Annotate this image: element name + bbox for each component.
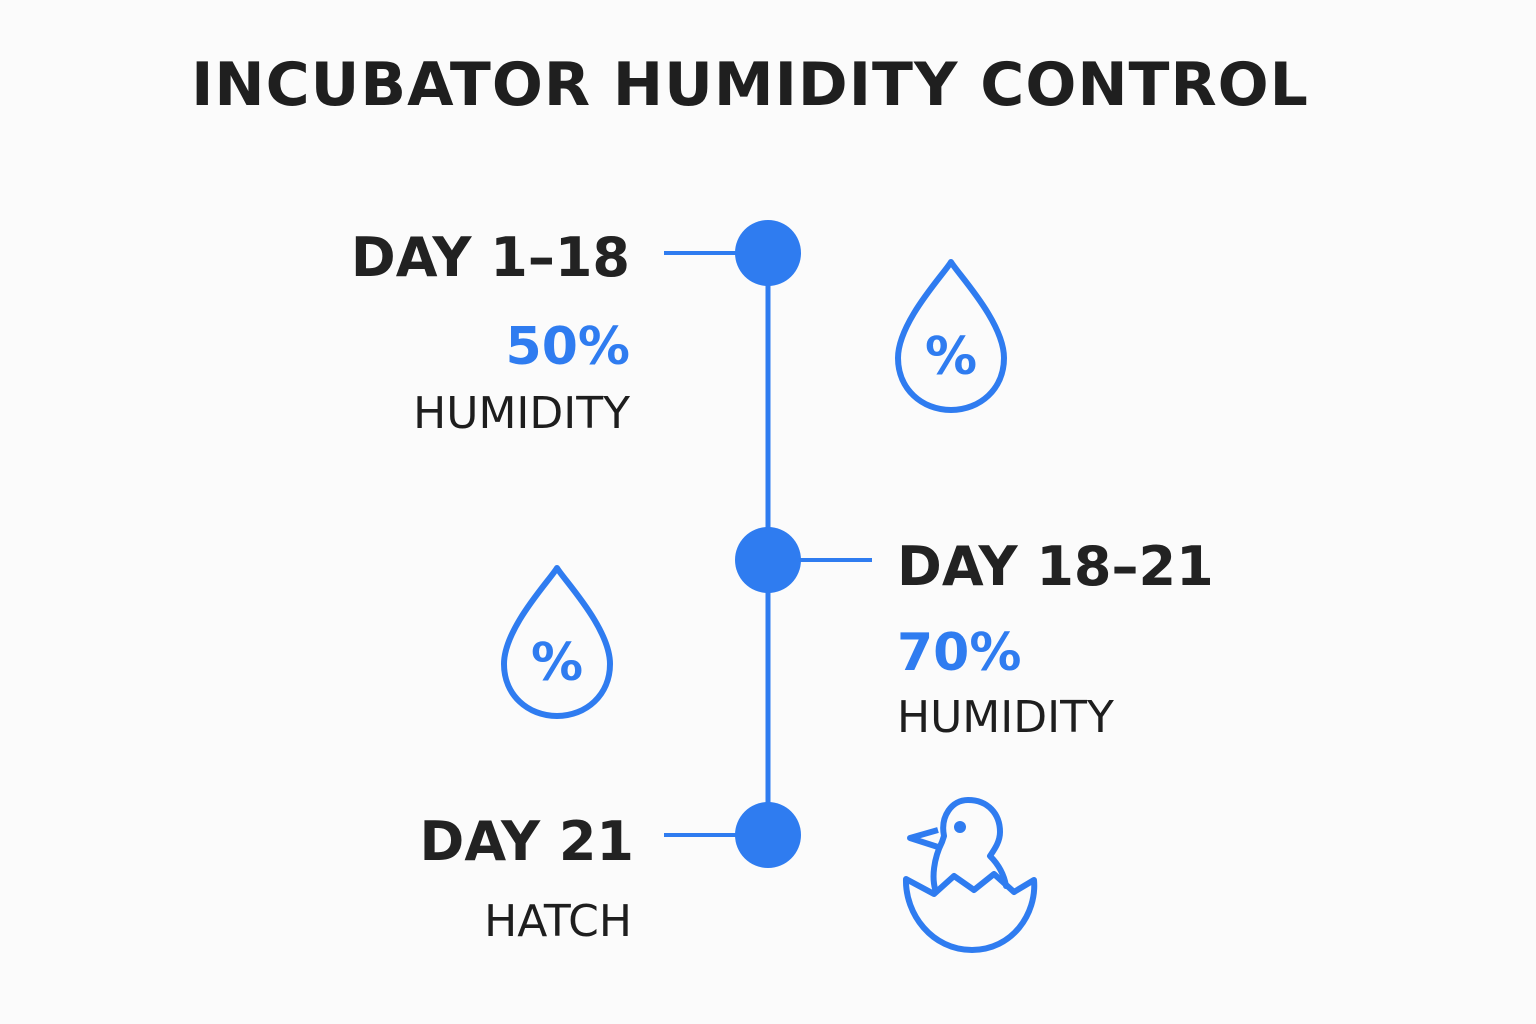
svg-text:%: % [925, 327, 977, 387]
stage-1-node [735, 220, 801, 286]
stage-1-humidity-value: 50% [505, 317, 630, 377]
hatching-chick-icon [902, 797, 1038, 954]
stage-2-description: HUMIDITY [897, 692, 1114, 743]
stage-2-day: DAY 18–21 [897, 535, 1214, 598]
stage-3-day: DAY 21 [419, 810, 635, 873]
stage-1-description: HUMIDITY [413, 388, 630, 439]
svg-text:%: % [531, 633, 583, 693]
stage-3-description: HATCH [484, 896, 632, 947]
stage-1-day: DAY 1–18 [350, 226, 630, 289]
humidity-drop-icon: % [895, 259, 1007, 413]
humidity-drop-icon: % [501, 565, 613, 719]
stage-3-node [735, 802, 801, 868]
diagram-title: INCUBATOR HUMIDITY CONTROL [191, 50, 1309, 120]
stage-2-humidity-value: 70% [897, 623, 1022, 683]
stage-2-node [735, 527, 801, 593]
